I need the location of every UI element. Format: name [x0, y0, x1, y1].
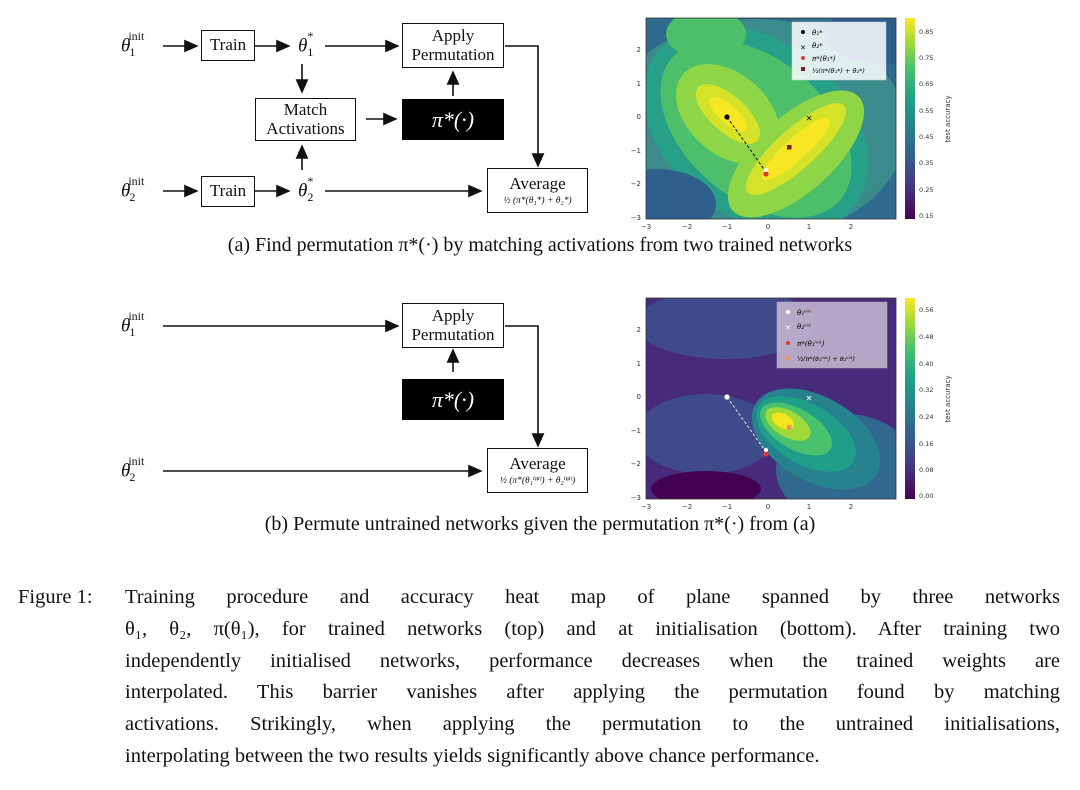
caption-line: θ₁, θ₂, π(θ₁), for trained networks (top…	[125, 617, 1060, 640]
svg-text:0.00: 0.00	[919, 492, 933, 500]
legend-bottom-item: π*(θ₁ⁱⁿⁱᵗ)	[797, 340, 825, 348]
figure-label: Figure 1:	[18, 586, 93, 608]
svg-text:✕: ✕	[800, 44, 806, 52]
svg-text:0: 0	[637, 113, 641, 121]
svg-text:1: 1	[807, 503, 811, 511]
legend-top-item: π*(θ₁*)	[812, 55, 836, 63]
svg-text:0.15: 0.15	[919, 212, 933, 220]
svg-text:✕: ✕	[785, 324, 791, 332]
diagram-b-arrows	[163, 319, 545, 478]
legend-top-item: ½(π*(θ₁*) + θ₂*)	[812, 67, 865, 75]
legend-top-item: θ₁*	[812, 29, 823, 37]
theta2-init-a: θ2init	[121, 174, 145, 205]
subcaption-a: (a) Find permutation π*(·) by matching a…	[227, 234, 853, 256]
svg-text:0: 0	[766, 503, 770, 511]
svg-text:0.48: 0.48	[919, 333, 933, 341]
svg-text:0.55: 0.55	[919, 107, 933, 115]
point-pi-theta1-init	[763, 451, 769, 457]
svg-text:0.35: 0.35	[919, 159, 933, 167]
svg-text:−2: −2	[631, 460, 641, 468]
colorbar-bottom-ticks: 0.56 0.48 0.40 0.32 0.24 0.16 0.08 0.00	[919, 306, 933, 500]
svg-text:−3: −3	[631, 494, 641, 502]
legend-bottom-item: θ₂ⁱⁿⁱᵗ	[797, 323, 811, 331]
svg-text:0: 0	[637, 393, 641, 401]
svg-text:0.65: 0.65	[919, 80, 933, 88]
point-average-init	[787, 425, 792, 430]
colorbar-bottom-label: test accuracy	[944, 375, 952, 422]
svg-text:0.24: 0.24	[919, 413, 933, 421]
figure-caption-text: Training procedure and accuracy heat map…	[125, 582, 1060, 773]
legend-top-item: θ₂*	[812, 42, 823, 50]
heatmap-top-field	[646, 18, 896, 219]
caption-line: interpolated. This barrier vanishes afte…	[125, 681, 1060, 704]
svg-text:0.45: 0.45	[919, 133, 933, 141]
svg-text:1: 1	[637, 80, 641, 88]
heatmap-top: ✕ ✕ θ₁* θ₂* π*(θ₁*) ½(π*(θ₁*) + θ₂*) −3 …	[631, 17, 952, 231]
svg-text:0.25: 0.25	[919, 186, 933, 194]
legend-top: ✕ θ₁* θ₂* π*(θ₁*) ½(π*(θ₁*) + θ₂*)	[791, 21, 887, 81]
legend-bottom-item: ½(π*(θ₁ⁱⁿⁱᵗ) + θ₂ⁱⁿⁱᵗ)	[797, 355, 855, 363]
colorbar-top-label: test accuracy	[944, 95, 952, 142]
svg-text:−1: −1	[631, 427, 641, 435]
svg-text:−2: −2	[682, 503, 692, 511]
heatmap-bottom: ✕ ✕ θ₁ⁱⁿⁱᵗ θ₂ⁱⁿⁱᵗ π*(θ₁ⁱⁿⁱᵗ) ½(π*(θ₁ⁱⁿⁱᵗ…	[631, 297, 952, 511]
svg-text:0: 0	[766, 223, 770, 231]
svg-text:0.75: 0.75	[919, 54, 933, 62]
theta1-init-b: θ1init	[121, 309, 145, 340]
train-box-2: Train	[201, 176, 255, 207]
theta1-star-a: θ1*	[298, 29, 314, 60]
heatmap-bottom-ticks: −3 −2 −1 0 1 2 2 1 0 −1 −2 −3	[631, 326, 854, 511]
colorbar-bottom	[905, 298, 915, 499]
theta1-init-a: θ1init	[121, 29, 145, 60]
svg-text:0.40: 0.40	[919, 360, 933, 368]
svg-text:−2: −2	[682, 223, 692, 231]
svg-text:−1: −1	[722, 503, 732, 511]
colorbar-top	[905, 18, 915, 219]
svg-text:0.08: 0.08	[919, 466, 933, 474]
theta2-star-a: θ2*	[298, 174, 314, 205]
svg-text:0.16: 0.16	[919, 440, 933, 448]
svg-text:0.56: 0.56	[919, 306, 933, 314]
point-theta2-init: ✕	[806, 394, 813, 403]
caption-line: activations. Strikingly, when applying t…	[125, 713, 1060, 736]
permutation-function-box-a: π*(·)	[402, 99, 504, 140]
permutation-function-box-b: π*(·)	[402, 379, 504, 420]
svg-text:0.32: 0.32	[919, 386, 933, 394]
svg-text:−3: −3	[641, 223, 651, 231]
svg-text:2: 2	[637, 46, 641, 54]
theta2-init-b: θ2init	[121, 454, 145, 485]
colorbar-top-ticks: 0.85 0.75 0.65 0.55 0.45 0.35 0.25 0.15	[919, 28, 933, 220]
svg-text:−2: −2	[631, 180, 641, 188]
legend-bottom-item: θ₁ⁱⁿⁱᵗ	[797, 309, 811, 317]
svg-text:−3: −3	[631, 214, 641, 222]
caption-line: interpolating between the two results yi…	[125, 744, 820, 767]
legend-bottom: ✕ θ₁ⁱⁿⁱᵗ θ₂ⁱⁿⁱᵗ π*(θ₁ⁱⁿⁱᵗ) ½(π*(θ₁ⁱⁿⁱᵗ) …	[776, 301, 888, 369]
heatmap-top-ticks: −3 −2 −1 0 1 2 2 1 0 −1 −2 −3	[631, 46, 854, 231]
caption-line: Training procedure and accuracy heat map…	[125, 586, 1060, 608]
svg-text:−1: −1	[722, 223, 732, 231]
point-theta1-star	[724, 114, 730, 120]
svg-text:0.85: 0.85	[919, 28, 933, 36]
point-theta1-init	[724, 394, 730, 400]
svg-text:−1: −1	[631, 147, 641, 155]
svg-text:2: 2	[849, 223, 853, 231]
caption-line: independently initialised networks, perf…	[125, 649, 1060, 672]
svg-text:2: 2	[637, 326, 641, 334]
svg-text:2: 2	[849, 503, 853, 511]
subcaption-b: (b) Permute untrained networks given the…	[264, 513, 816, 535]
point-pi-theta1	[763, 171, 769, 177]
svg-text:1: 1	[807, 223, 811, 231]
svg-text:1: 1	[637, 360, 641, 368]
point-theta2-star: ✕	[806, 114, 813, 123]
point-average	[787, 145, 792, 150]
svg-text:−3: −3	[641, 503, 651, 511]
train-box-1: Train	[201, 30, 255, 61]
